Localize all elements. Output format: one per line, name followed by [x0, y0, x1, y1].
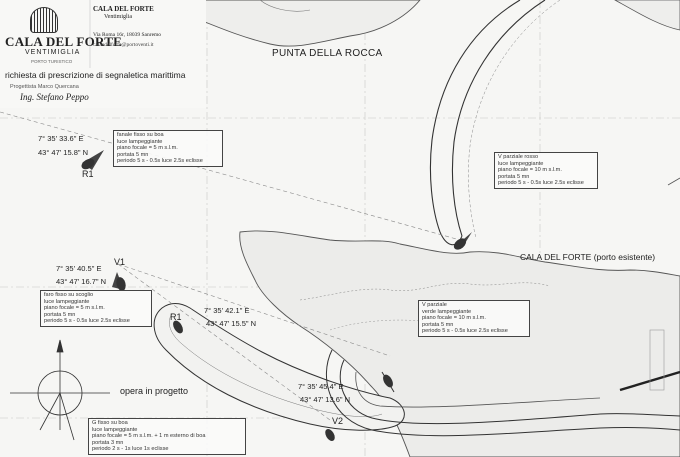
marker-r1-coord-n: 43° 47' 15.8" N: [38, 148, 89, 157]
coastline-land: [239, 230, 680, 457]
marker-v2-coord-n: 43° 47' 13.6" N: [300, 395, 351, 404]
leading-lines: [0, 111, 461, 421]
planned-pier: [153, 303, 405, 431]
info-box-right: V parziale verde lampeggiante piano foca…: [418, 300, 530, 337]
marker-r1b-coord-e: 7° 35' 42.1" E: [204, 306, 250, 315]
planned-work-label: opera in progetto: [120, 386, 189, 396]
marker-r1b-label: R1: [170, 312, 182, 322]
marker-v1-coord-e: 7° 35' 40.5" E: [56, 264, 102, 273]
marker-v2-coord-e: 7° 35' 45.4" E: [298, 382, 344, 391]
marker-r1b-coord-n: 43° 47' 15.5" N: [206, 319, 257, 328]
company-city: Ventimiglia: [104, 14, 132, 20]
existing-port-label: CALA DEL FORTE (porto esistente): [520, 252, 656, 262]
marker-r1-label: R1: [82, 169, 94, 179]
company-email: calaadelforte@portoventi.it: [93, 42, 154, 48]
document-title: richiesta di prescrizione di segnaletica…: [5, 70, 186, 80]
info-box-bottom: G fisso su boa luce lampeggiante piano f…: [88, 418, 246, 455]
company-address: Via Roma 16r, 18039 Sanremo: [93, 32, 162, 38]
designer-role: Progettista Marco Quercana: [10, 84, 79, 90]
marker-v1-coord-n: 43° 47' 16.7" N: [56, 277, 107, 286]
headland-label: PUNTA DELLA ROCCA: [272, 48, 383, 59]
marker-v1-label: V1: [114, 257, 126, 267]
light-markers: [81, 150, 472, 441]
info-box-port: V parziale rosso luce lampeggiante piano…: [494, 152, 598, 189]
existing-breakwater: [429, 0, 561, 246]
marker-r1-coord-e: 7° 35' 33.6" E: [38, 134, 84, 143]
info-box-v1: faro fisso su scoglio luce lampeggiante …: [40, 290, 152, 327]
logo-subtitle: VENTIMIGLIA: [25, 49, 81, 56]
info-box-r1: fanale fisso su boa luce lampeggiante pi…: [113, 130, 223, 167]
compass-rose: [10, 339, 110, 441]
marker-v2-label: V2: [332, 416, 344, 426]
logo-emblem-icon: [30, 7, 58, 33]
logo-title: CALA DEL FORTE: [5, 34, 123, 49]
engineer-name: Ing. Stefano Peppo: [20, 92, 89, 102]
existing-jetty: [325, 329, 680, 437]
company-name: CALA DEL FORTE: [93, 5, 154, 13]
headland-land: [179, 0, 421, 47]
logo-tagline: PORTO TURISTICO: [31, 59, 73, 64]
